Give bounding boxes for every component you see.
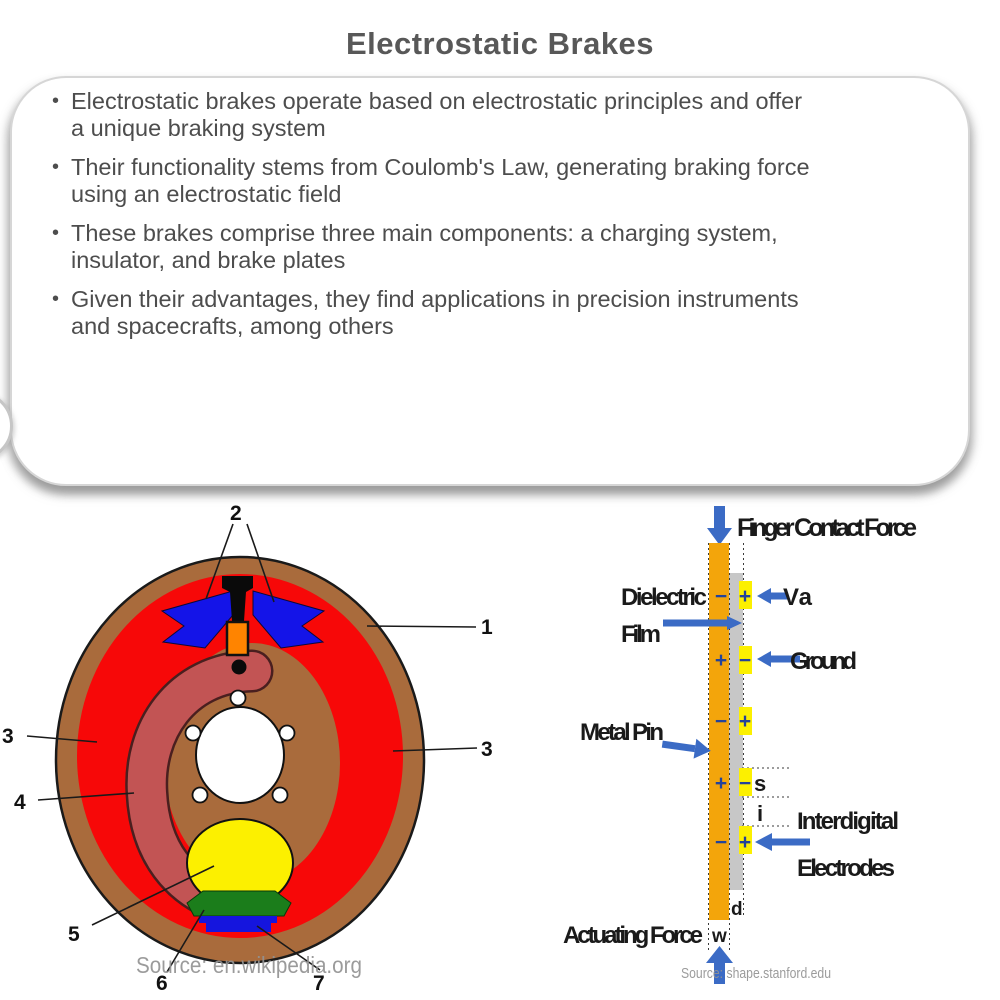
bullet-item: These brakes comprise three main compone… (50, 220, 938, 274)
adjuster-lever (127, 652, 271, 923)
va-label: Va (783, 584, 813, 611)
drum-label-2: 2 (230, 502, 242, 525)
dielectric-label: Dielectric (621, 584, 707, 611)
electrode-diagram: − + + − − + + − − + (563, 506, 917, 984)
ground-label: Ground (790, 648, 857, 675)
bolt-hole (278, 724, 296, 742)
drum-brake-diagram: 2 1 3 3 4 5 6 7 Source: en.wikipedia.org (2, 502, 493, 995)
actuating-force-label: Actuating Force (563, 922, 703, 949)
interdigital-arrow-icon (755, 833, 810, 851)
interdigital-label: Interdigital (797, 808, 899, 835)
electrode-pad (739, 646, 752, 674)
dielectric-film-arrow-icon (663, 616, 742, 630)
bar-polarity: − (715, 710, 727, 733)
drum-label-3-right: 3 (481, 738, 493, 761)
electrode-pad (739, 826, 752, 854)
bullet-text: and spacecrafts, among others (71, 313, 394, 339)
va-arrow-icon (757, 588, 788, 604)
bolt-hole (184, 724, 202, 742)
electrode-pads (739, 581, 752, 854)
bar-polarity: + (715, 649, 727, 672)
bullet-item: Electrostatic brakes operate based on el… (50, 88, 938, 142)
metal-pin-bar (709, 543, 729, 920)
bolt-hole (271, 786, 289, 804)
s-label: s (754, 771, 766, 796)
d-label: d (731, 899, 743, 920)
wikipedia-source-text: Source: en.wikipedia.org (136, 952, 362, 978)
label-line (392, 747, 478, 752)
film-label: Film (621, 621, 661, 648)
anchor-blue (199, 916, 277, 932)
drum-label-5: 5 (68, 923, 80, 946)
bullet-text: Given their advantages, they find applic… (71, 286, 799, 312)
bar-polarity: − (715, 831, 727, 854)
bar-polarity: + (715, 772, 727, 795)
label-line (256, 925, 321, 971)
metal-pin-label: Metal Pin (580, 719, 664, 746)
pad-polarity: + (739, 831, 751, 854)
pad-polarity: + (739, 585, 751, 608)
drum-label-4: 4 (14, 791, 26, 814)
bullet-text: Electrostatic brakes operate based on el… (71, 88, 803, 114)
bullet-list: Electrostatic brakes operate based on el… (12, 78, 968, 340)
page-title: Electrostatic Brakes (345, 26, 655, 61)
label-line (26, 735, 98, 743)
pivot-dot (231, 659, 247, 675)
drum-label-7: 7 (313, 972, 325, 995)
ground-arrow-icon (757, 651, 800, 667)
electrode-pad (739, 768, 752, 796)
label-lines (26, 523, 478, 973)
bullet-item: Their functionality stems from Coulomb's… (50, 154, 938, 208)
bolt-hole (191, 786, 209, 804)
label-line (37, 792, 135, 801)
bullet-text: using an electrostatic field (71, 181, 342, 207)
label-line (366, 625, 477, 628)
info-card: Electrostatic brakes operate based on el… (10, 76, 970, 486)
pad-polarity: − (739, 772, 751, 795)
w-label: w (711, 926, 727, 947)
bullet-item: Given their advantages, they find applic… (50, 286, 938, 340)
drum-label-1: 1 (481, 616, 493, 639)
label-line (205, 523, 234, 600)
return-spring-right (252, 590, 326, 649)
drum-label-3-left: 3 (2, 725, 14, 748)
metal-pin-arrow-icon (661, 738, 711, 759)
anchor-green (186, 890, 292, 917)
adjuster-block (225, 620, 250, 657)
electrodes-label: Electrodes (797, 855, 895, 882)
finger-contact-force-label: Finger Contact Force (737, 514, 917, 542)
bar-polarity: − (715, 585, 727, 608)
pad-polarity: + (739, 710, 751, 733)
drum-label-6: 6 (156, 972, 168, 995)
wheel-hub (195, 706, 285, 804)
i-label: i (757, 801, 763, 826)
bullet-text: These brakes comprise three main compone… (71, 220, 778, 246)
bullet-text: insulator, and brake plates (71, 247, 346, 273)
actuating-force-arrow-icon (706, 946, 733, 984)
finger-force-arrow-icon (707, 506, 732, 545)
pad-polarity: − (739, 649, 751, 672)
bullet-text: a unique braking system (71, 115, 326, 141)
label-line (166, 909, 205, 973)
electrode-pad (739, 581, 752, 609)
bolt-hole (229, 689, 247, 707)
stanford-source-text: Source: shape.stanford.edu (681, 965, 831, 982)
label-line (91, 865, 215, 926)
bullet-text: Their functionality stems from Coulomb's… (71, 154, 810, 180)
label-line (246, 523, 275, 603)
brake-wedge (222, 576, 253, 621)
electrode-pad (739, 707, 752, 735)
